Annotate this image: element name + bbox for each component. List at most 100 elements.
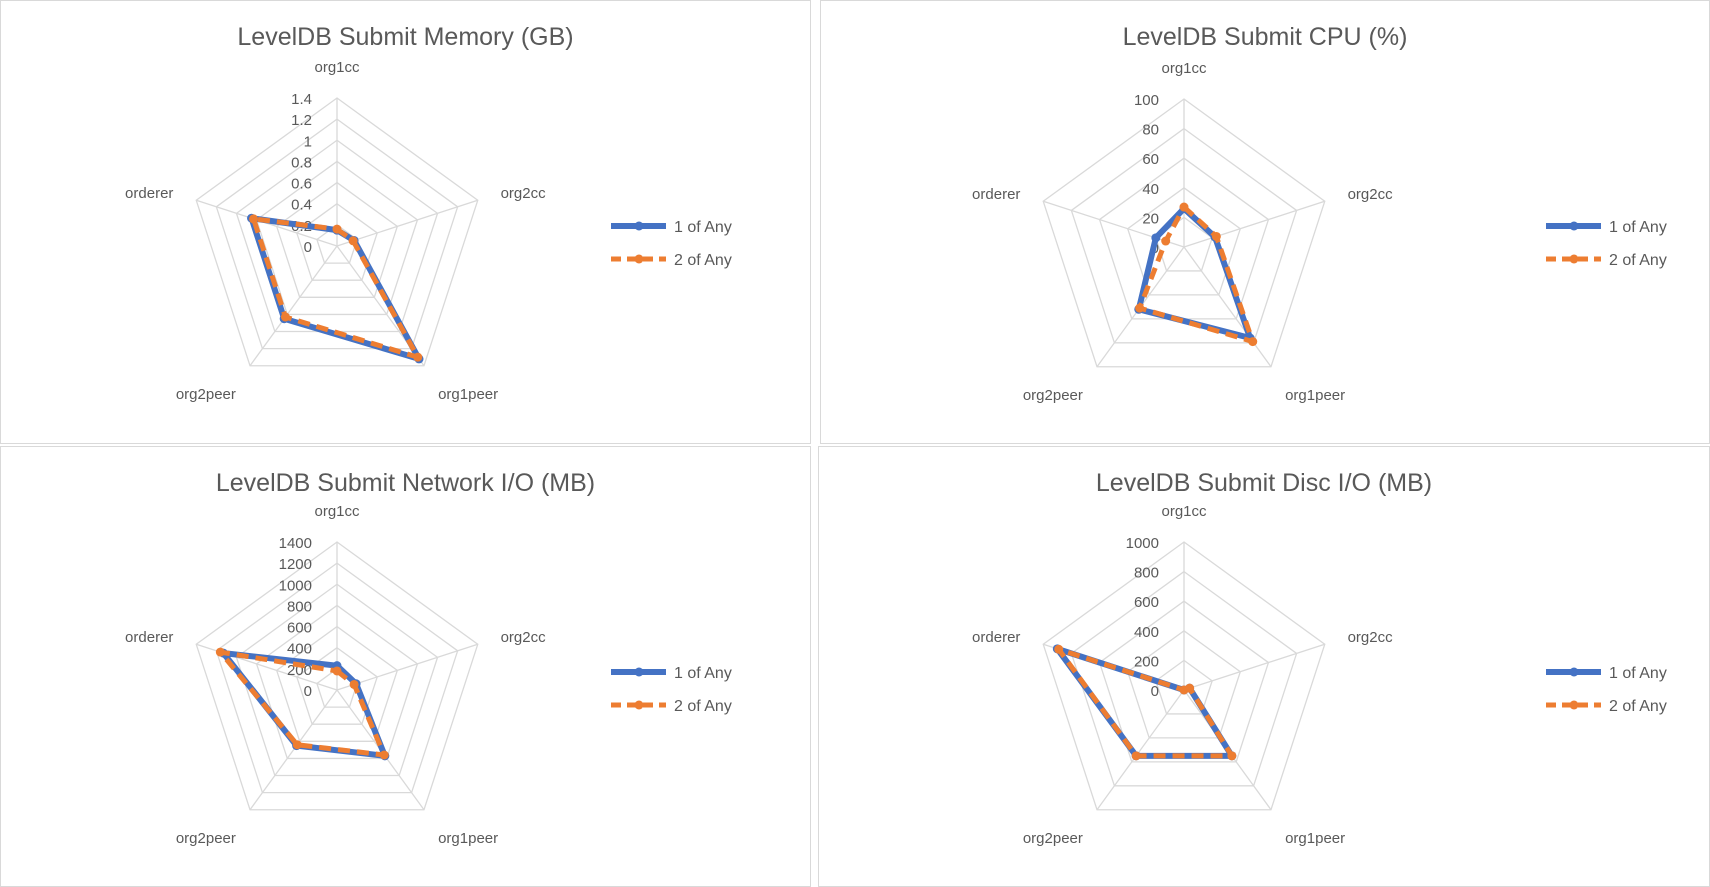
- category-label-org1peer: org1peer: [438, 386, 498, 403]
- tick-label: 200: [1134, 653, 1159, 670]
- network-radar-chart: 0200400600800100012001400org1ccorg2ccorg…: [125, 503, 732, 847]
- chart-title: LevelDB Submit Network I/O (MB): [215, 469, 596, 497]
- tick-label: 1: [304, 133, 312, 150]
- legend-marker-1-of-any: [634, 667, 644, 677]
- tick-label: 600: [287, 620, 312, 637]
- cpu-radar-chart: 020406080100org1ccorg2ccorg1peerorg2peer…: [972, 60, 1667, 404]
- legend-marker-1-of-any: [1569, 667, 1579, 677]
- category-label-org2peer: org2peer: [1023, 830, 1083, 847]
- series-line-2-of-any: [217, 649, 387, 758]
- grid-ring: [195, 97, 479, 367]
- grid-spoke: [1043, 200, 1185, 248]
- tick-label: 400: [287, 641, 312, 658]
- grid-ring: [1070, 570, 1298, 787]
- legend-label-2-of-any: 2 of Any: [1609, 698, 1667, 715]
- data-point-2-of-any-org2cc: [1211, 231, 1221, 241]
- series-line-2-of-any: [1137, 204, 1256, 345]
- category-label-orderer: orderer: [972, 629, 1020, 646]
- tick-label: 0: [304, 683, 312, 700]
- tick-label: 0.6: [291, 176, 312, 193]
- tick-label: 800: [1134, 565, 1159, 582]
- grid-ring: [1098, 600, 1270, 763]
- legend-label-1-of-any: 1 of Any: [674, 219, 732, 236]
- category-label-org2cc: org2cc: [501, 629, 547, 646]
- tick-label: 20: [1142, 210, 1159, 227]
- legend-label-1-of-any: 1 of Any: [674, 665, 732, 682]
- legend-marker-2-of-any: [1569, 700, 1579, 710]
- grid-spoke: [1183, 200, 1325, 248]
- grid-spoke: [249, 245, 338, 367]
- legend-marker-1-of-any: [634, 221, 644, 231]
- category-label-org1cc: org1cc: [1161, 503, 1207, 520]
- category-label-orderer: orderer: [125, 185, 173, 202]
- data-point-2-of-any-org1cc: [332, 224, 342, 234]
- data-point-2-of-any-org2cc: [349, 679, 359, 689]
- category-label-org1cc: org1cc: [314, 503, 360, 520]
- data-point-2-of-any-org2peer: [1131, 751, 1141, 761]
- grid-spoke: [1183, 246, 1272, 368]
- data-point-2-of-any-orderer: [215, 647, 225, 657]
- tick-label: 1000: [279, 577, 312, 594]
- grid-ring: [215, 562, 459, 794]
- legend-marker-1-of-any: [1569, 221, 1579, 231]
- tick-label: 40: [1142, 181, 1159, 198]
- tick-label: 60: [1142, 151, 1159, 168]
- category-label-org1peer: org1peer: [1285, 387, 1345, 404]
- tick-label: 0: [304, 239, 312, 256]
- memory-radar-chart: 00.20.40.60.811.21.4org1ccorg2ccorg1peer…: [125, 59, 732, 403]
- category-label-org2peer: org2peer: [176, 830, 236, 847]
- grid-ring: [1042, 541, 1326, 811]
- grid-spoke: [1096, 689, 1185, 811]
- legend-label-2-of-any: 2 of Any: [674, 698, 732, 715]
- grid-ring: [235, 583, 439, 777]
- grid-ring: [1126, 629, 1242, 739]
- legend-label-1-of-any: 1 of Any: [1609, 665, 1667, 682]
- chart-title: LevelDB Submit Disc I/O (MB): [1095, 469, 1433, 497]
- grid-ring: [1155, 659, 1213, 715]
- category-label-org2peer: org2peer: [1023, 387, 1083, 404]
- tick-label: 600: [1134, 594, 1159, 611]
- legend-label-1-of-any: 1 of Any: [1609, 219, 1667, 236]
- grid-spoke: [336, 643, 478, 691]
- data-point-2-of-any-org1peer: [413, 352, 423, 362]
- tick-label: 80: [1142, 122, 1159, 139]
- tick-label: 1200: [279, 556, 312, 573]
- data-point-1-of-any-orderer: [1151, 233, 1161, 243]
- disc-radar-chart: 02004006008001000org1ccorg2ccorg1peerorg…: [972, 503, 1667, 847]
- chart-title: LevelDB Submit CPU (%): [1122, 23, 1408, 51]
- grid-spoke: [336, 199, 478, 247]
- tick-label: 1.2: [291, 112, 312, 129]
- category-label-org2peer: org2peer: [176, 386, 236, 403]
- data-point-2-of-any-orderer: [249, 214, 259, 224]
- legend-marker-2-of-any: [634, 254, 644, 264]
- legend-label-2-of-any: 2 of Any: [674, 252, 732, 269]
- grid-ring: [215, 118, 459, 350]
- data-point-2-of-any-orderer: [1161, 236, 1171, 246]
- grid-ring: [255, 604, 419, 760]
- data-point-2-of-any-org1cc: [1179, 202, 1189, 212]
- grid-ring: [255, 160, 419, 316]
- category-label-org1cc: org1cc: [1161, 60, 1207, 77]
- grid-spoke: [249, 689, 338, 811]
- data-point-2-of-any-org1peer: [379, 750, 389, 760]
- grid-ring: [275, 181, 399, 298]
- tick-label: 0.4: [291, 197, 312, 214]
- tick-label: 1.4: [291, 91, 312, 108]
- data-point-2-of-any-org2peer: [292, 740, 302, 750]
- data-point-2-of-any-org2peer: [280, 312, 290, 322]
- grid-ring: [195, 541, 479, 811]
- category-label-org1peer: org1peer: [438, 830, 498, 847]
- data-point-2-of-any-org1peer: [1227, 751, 1237, 761]
- grid-ring: [1126, 186, 1242, 296]
- legend-marker-2-of-any: [1569, 254, 1579, 264]
- data-point-2-of-any-org2cc: [348, 236, 358, 246]
- category-label-org1peer: org1peer: [1285, 830, 1345, 847]
- tick-label: 800: [287, 598, 312, 615]
- data-point-2-of-any-org1cc: [332, 666, 342, 676]
- tick-label: 0: [1151, 683, 1159, 700]
